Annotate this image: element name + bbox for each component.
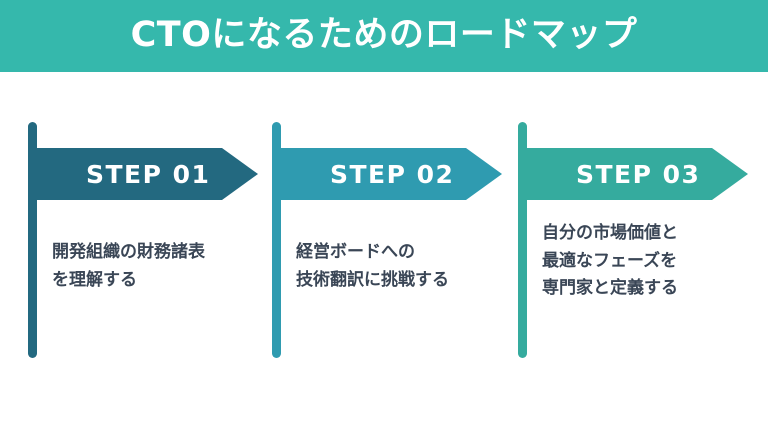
step-body-line: 技術翻訳に挑戦する: [296, 269, 449, 290]
step-banner-1: STEP 01: [34, 148, 258, 200]
step-pole-1: [28, 122, 37, 358]
step-label-1: STEP 01: [86, 159, 211, 189]
step-body-2: 経営ボードへの 技術翻訳に挑戦する: [296, 239, 512, 294]
step-body-line: 開発組織の財務諸表: [52, 242, 205, 262]
step-body-3: 自分の市場価値と 最適なフェーズを 専門家と定義する: [542, 220, 758, 303]
page-title: CTOになるためのロードマップ: [130, 14, 638, 55]
step-column-1: STEP 01 開発組織の財務諸表 を理解する: [28, 72, 268, 432]
step-body-line: 専門家と定義する: [542, 278, 678, 299]
step-column-3: STEP 03 自分の市場価値と 最適なフェーズを 専門家と定義する: [518, 72, 758, 432]
step-banner-2: STEP 02: [278, 148, 502, 200]
step-body-line: 最適なフェーズを: [542, 250, 678, 271]
step-body-line: 経営ボードへの: [296, 242, 415, 262]
step-body-line: 自分の市場価値と: [542, 223, 678, 243]
step-column-2: STEP 02 経営ボードへの 技術翻訳に挑戦する: [272, 72, 512, 432]
step-body-line: を理解する: [52, 269, 137, 290]
step-label-2: STEP 02: [330, 159, 455, 189]
step-body-1: 開発組織の財務諸表 を理解する: [52, 239, 268, 294]
steps-row: STEP 01 開発組織の財務諸表 を理解する STEP 02 経営ボードへの …: [0, 72, 768, 432]
header-band: CTOになるためのロードマップ: [0, 0, 768, 72]
step-banner-3: STEP 03: [524, 148, 748, 200]
step-pole-3: [518, 122, 527, 358]
step-pole-2: [272, 122, 281, 358]
step-label-3: STEP 03: [576, 159, 701, 189]
